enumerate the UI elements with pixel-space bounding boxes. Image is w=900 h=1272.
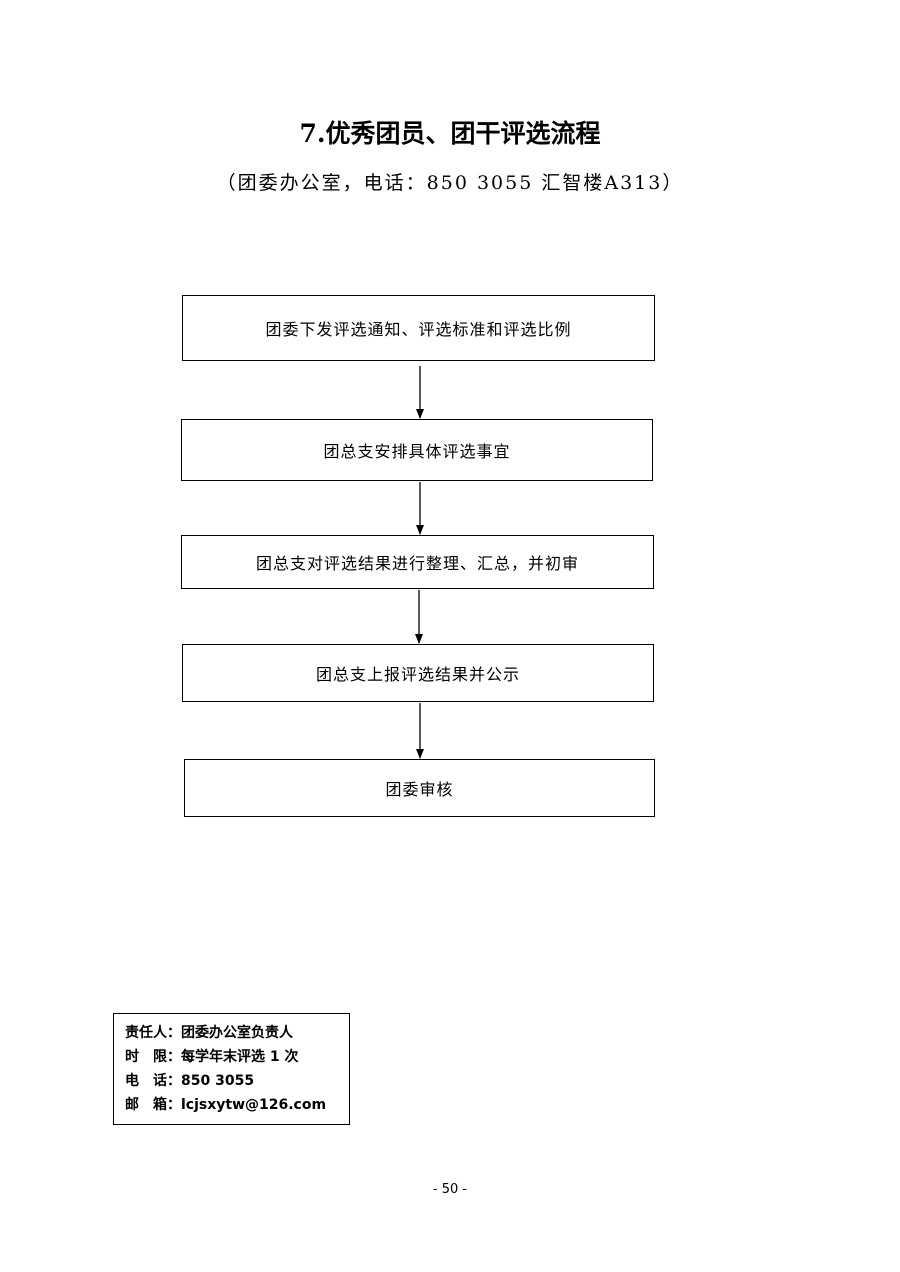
page-subtitle: （团委办公室，电话：850 3055 汇智楼A313） [216,172,684,194]
flow-step-label: 团总支对评选结果进行整理、汇总，并初审 [255,554,579,573]
info-row-time-limit: 时 限：每学年末评选 1 次 [125,1049,299,1065]
flow-step-report: 团总支上报评选结果并公示 [182,644,654,702]
info-row-email: 邮 箱：lcjsxytw@126.com [125,1097,327,1113]
flow-step-review: 团总支对评选结果进行整理、汇总，并初审 [181,535,654,589]
page-number: - 50 - [432,1182,468,1197]
flow-step-label: 团总支上报评选结果并公示 [315,665,520,684]
flow-step-label: 团委审核 [385,780,454,799]
responsibility-info-box: 责任人：团委办公室负责人 时 限：每学年末评选 1 次 电 话：850 3055… [113,1013,350,1125]
flow-step-notice: 团委下发评选通知、评选标准和评选比例 [182,295,655,361]
flow-step-label: 团委下发评选通知、评选标准和评选比例 [265,320,572,339]
page-title: 7.优秀团员、团干评选流程 [299,119,601,148]
flow-step-label: 团总支安排具体评选事宜 [323,442,511,461]
info-row-owner: 责任人：团委办公室负责人 [125,1025,293,1041]
flow-step-arrange: 团总支安排具体评选事宜 [181,419,653,481]
flow-step-approve: 团委审核 [184,759,655,817]
info-row-phone: 电 话：850 3055 [125,1073,255,1089]
